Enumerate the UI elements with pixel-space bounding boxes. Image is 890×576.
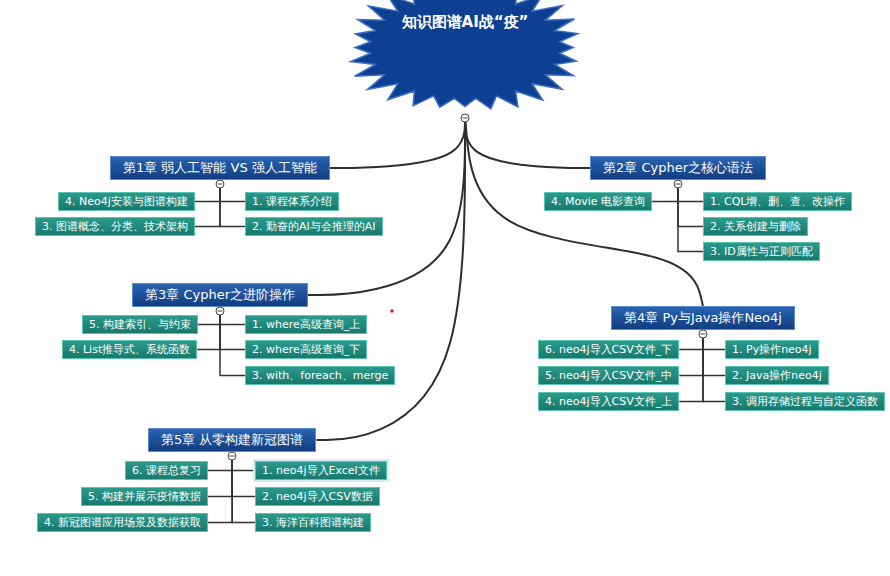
- topic-box: 3. 海洋百科图谱构建: [255, 513, 371, 532]
- topic-box: 3. with、foreach、merge: [245, 366, 395, 385]
- connector: [678, 180, 703, 227]
- connector: [703, 330, 725, 402]
- node-label: 6. 课程总复习: [132, 462, 201, 479]
- marker-minus: [463, 118, 468, 119]
- marker-circle: [228, 452, 236, 460]
- node-label: 第4章 Py与Java操作Neo4j: [624, 307, 782, 329]
- connector: [465, 115, 703, 306]
- topic-box: 1. where高级查询_上: [245, 315, 367, 334]
- node-label: 1. 课程体系介绍: [252, 193, 332, 210]
- topic-box: 4. Movie 电影查询: [544, 192, 652, 211]
- marker-minus: [676, 184, 681, 185]
- topic-box: 1. 课程体系介绍: [245, 192, 339, 211]
- connector: [330, 115, 465, 168]
- marker-minus: [218, 184, 223, 185]
- collapse-marker: [461, 114, 469, 122]
- node-label: 4. neo4j导入CSV文件_上: [545, 393, 672, 410]
- topic-box: 6. neo4j导入CSV文件_下: [538, 340, 679, 359]
- node-label: 5. neo4j导入CSV文件_中: [545, 367, 672, 384]
- collapse-marker: [674, 180, 682, 188]
- node-label: 5. 构建索引、与约束: [89, 316, 191, 333]
- topic-box: 3. ID属性与正则匹配: [703, 242, 820, 261]
- topic-box: 5. 构建并展示疫情数据: [81, 487, 208, 506]
- topic-box: 4. List推导式、系统函数: [62, 340, 197, 359]
- marker-minus: [218, 311, 223, 312]
- node-label: 2. where高级查询_下: [252, 341, 360, 358]
- title-text: 知识图谱AI战“疫”: [340, 12, 590, 32]
- node-label: 3. 调用存储过程与自定义函数: [732, 393, 878, 410]
- connector: [220, 307, 245, 376]
- connector: [679, 330, 703, 376]
- topic-box: 5. neo4j导入CSV文件_中: [538, 366, 679, 385]
- connector: [232, 452, 255, 523]
- chapter-box: 第3章 Cypher之进阶操作: [132, 283, 308, 307]
- marker-circle: [216, 307, 224, 315]
- topic-box: 4. neo4j导入CSV文件_上: [538, 392, 679, 411]
- marker-minus: [230, 456, 235, 457]
- topic-box: 2. 关系创建与删除: [703, 217, 808, 236]
- chapter-box: 第1章 弱人工智能 VS 强人工智能: [110, 156, 330, 180]
- connector: [208, 452, 232, 523]
- node-label: 第5章 从零构建新冠图谱: [161, 429, 303, 451]
- topic-box: 2. 勤奋的AI与会推理的AI: [245, 217, 383, 236]
- collapse-marker: [228, 452, 236, 460]
- node-label: 2. neo4j导入CSV数据: [262, 488, 373, 505]
- topic-box: 2. Java操作neo4j: [725, 366, 829, 385]
- marker-minus: [701, 334, 706, 335]
- collapse-marker: [699, 330, 707, 338]
- topic-box: 3. 图谱概念、分类、技术架构: [35, 217, 195, 236]
- topic-box: 4. Neo4j安装与图谱构建: [58, 192, 195, 211]
- node-label: 3. 图谱概念、分类、技术架构: [42, 218, 188, 235]
- node-label: 1. CQL增、删、查、改操作: [710, 193, 845, 210]
- node-label: 5. 构建并展示疫情数据: [88, 488, 201, 505]
- root-starburst: 知识图谱AI战“疫”: [340, 0, 590, 115]
- connector: [465, 115, 590, 168]
- topic-box: 6. 课程总复习: [125, 461, 208, 480]
- connector: [316, 115, 465, 440]
- node-label: 1. Py操作neo4j: [732, 341, 812, 358]
- topic-box: 5. 构建索引、与约束: [82, 315, 198, 334]
- node-label: 2. 勤奋的AI与会推理的AI: [252, 218, 376, 235]
- node-label: 2. Java操作neo4j: [732, 367, 822, 384]
- node-label: 4. Neo4j安装与图谱构建: [65, 193, 188, 210]
- topic-box: 1. CQL增、删、查、改操作: [703, 192, 852, 211]
- node-label: 3. 海洋百科图谱构建: [262, 514, 364, 531]
- node-label: 6. neo4j导入CSV文件_下: [545, 341, 672, 358]
- topic-box: 3. 调用存储过程与自定义函数: [725, 392, 885, 411]
- collapse-marker: [216, 307, 224, 315]
- marker-circle: [674, 180, 682, 188]
- connector: [220, 180, 245, 227]
- red-dot: [390, 309, 394, 313]
- topic-box: 2. where高级查询_下: [245, 340, 367, 359]
- marker-circle: [461, 114, 469, 122]
- node-label: 第3章 Cypher之进阶操作: [145, 284, 295, 306]
- node-label: 1. neo4j导入Excel文件: [262, 462, 380, 479]
- marker-circle: [216, 180, 224, 188]
- chapter-box: 第2章 Cypher之核心语法: [590, 156, 766, 180]
- connector: [678, 180, 703, 252]
- topic-box: 2. neo4j导入CSV数据: [255, 487, 380, 506]
- connector: [195, 180, 220, 227]
- node-label: 4. Movie 电影查询: [551, 193, 645, 210]
- node-label: 3. with、foreach、merge: [252, 367, 388, 384]
- marker-circle: [699, 330, 707, 338]
- chapter-box: 第5章 从零构建新冠图谱: [148, 428, 316, 452]
- node-label: 1. where高级查询_上: [252, 316, 360, 333]
- node-label: 第1章 弱人工智能 VS 强人工智能: [123, 157, 317, 179]
- node-label: 4. 新冠图谱应用场景及数据获取: [44, 514, 201, 531]
- node-label: 4. List推导式、系统函数: [69, 341, 190, 358]
- collapse-marker: [216, 180, 224, 188]
- connector: [679, 330, 703, 402]
- node-label: 3. ID属性与正则匹配: [710, 243, 813, 260]
- node-label: 2. 关系创建与删除: [710, 218, 801, 235]
- connector: [232, 452, 255, 497]
- topic-box: 1. Py操作neo4j: [725, 340, 819, 359]
- topic-box: 4. 新冠图谱应用场景及数据获取: [37, 513, 208, 532]
- chapter-box: 第4章 Py与Java操作Neo4j: [611, 306, 795, 330]
- node-label: 第2章 Cypher之核心语法: [603, 157, 753, 179]
- topic-box: 1. neo4j导入Excel文件: [255, 461, 387, 480]
